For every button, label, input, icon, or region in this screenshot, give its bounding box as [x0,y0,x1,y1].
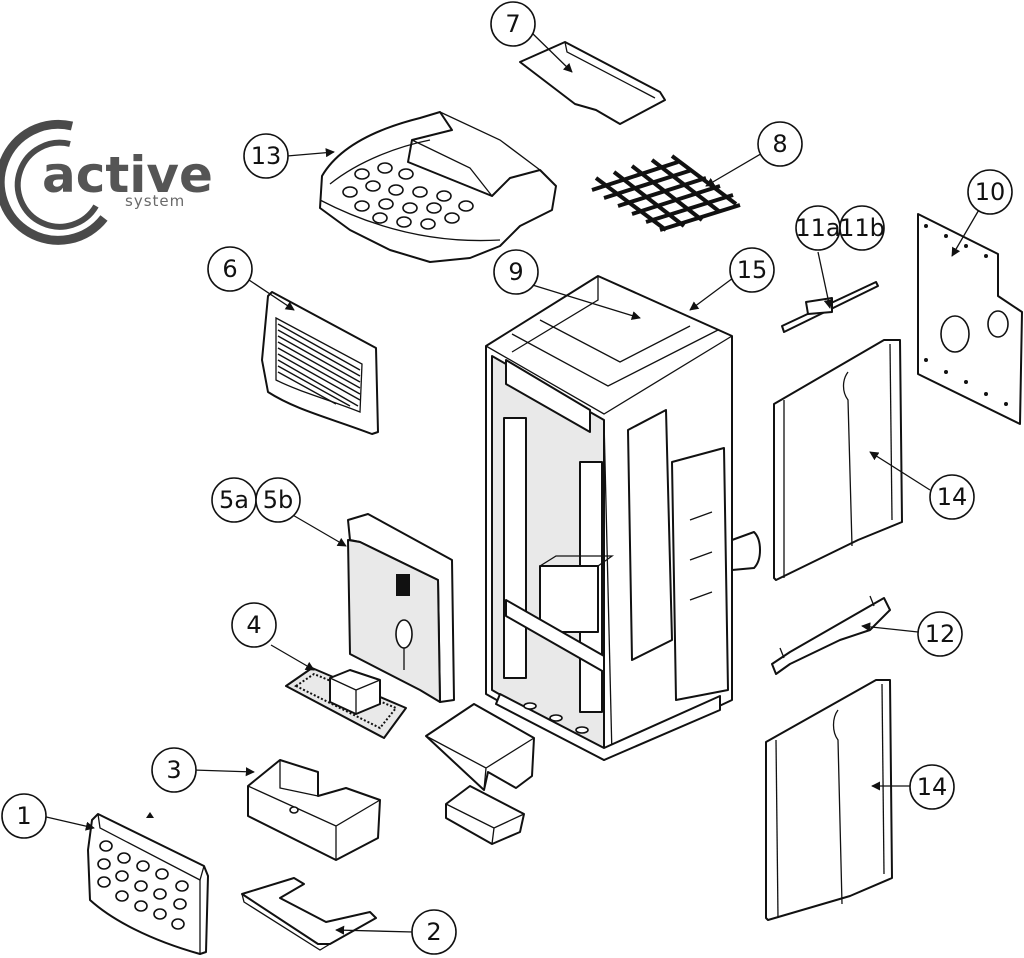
logo-swirl-inner-icon [14,139,99,230]
part-12-side-bracket [771,595,891,675]
callout-2-label: 2 [426,918,441,946]
callout-3: 3 [151,747,197,793]
callout-1: 1 [1,793,47,839]
control-board [445,785,525,845]
callout-15: 15 [729,247,775,293]
callout-3-label: 3 [166,756,181,784]
callout-11a-label: 11a [795,214,840,242]
part-1-front-door [87,812,209,955]
part-14-lower-side-panel [765,679,893,921]
part-14-upper-side-panel [773,339,903,581]
callout-5b: 5b [255,477,301,523]
callout-10-label: 10 [975,178,1006,206]
callout-2: 2 [411,909,457,955]
callout-1-label: 1 [16,802,31,830]
callout-14-lower: 14 [909,764,955,810]
callout-5a-label: 5a [219,486,249,514]
part-15-stove-body-frame [485,275,761,761]
active-system-logo: active system [0,119,213,245]
part-8-wire-grid [591,154,741,232]
callout-12: 12 [917,611,963,657]
callout-13: 13 [243,133,289,179]
callout-10: 10 [967,169,1013,215]
electronics-cover [425,703,535,791]
part-10-rear-plate [917,213,1023,425]
callout-13-label: 13 [251,142,282,170]
callout-14-lower-label: 14 [917,773,948,801]
callout-8-label: 8 [772,130,787,158]
logo-subtitle: system [125,192,185,210]
callout-14-upper-label: 14 [937,483,968,511]
callout-6-label: 6 [222,255,237,283]
leader-lines [41,31,981,935]
part-7-top-cover-plate [519,41,666,125]
part-2-floor-bracket [241,877,377,951]
callout-7-label: 7 [505,10,520,38]
callout-8: 8 [757,121,803,167]
callout-5a: 5a [211,477,257,523]
callout-9-label: 9 [508,258,523,286]
callout-5b-label: 5b [263,486,294,514]
callout-11a: 11a [795,205,841,251]
callout-9: 9 [493,249,539,295]
part-5-inner-door-frame [347,513,455,703]
callout-7: 7 [490,1,536,47]
part-4-burn-pot-grate [285,667,407,739]
part-6-front-grille-panel [261,291,379,435]
part-13-top-cover [319,111,557,263]
callout-11b: 11b [839,205,885,251]
callout-15-label: 15 [737,256,768,284]
part-3-ash-box [247,759,381,861]
callout-14-upper: 14 [929,474,975,520]
logo-word: active [42,146,213,204]
callout-4-label: 4 [246,611,261,639]
callout-11b-label: 11b [839,214,885,242]
callout-6: 6 [207,246,253,292]
logo-swirl-icon [0,119,108,245]
callout-4: 4 [231,602,277,648]
callout-12-label: 12 [925,620,956,648]
